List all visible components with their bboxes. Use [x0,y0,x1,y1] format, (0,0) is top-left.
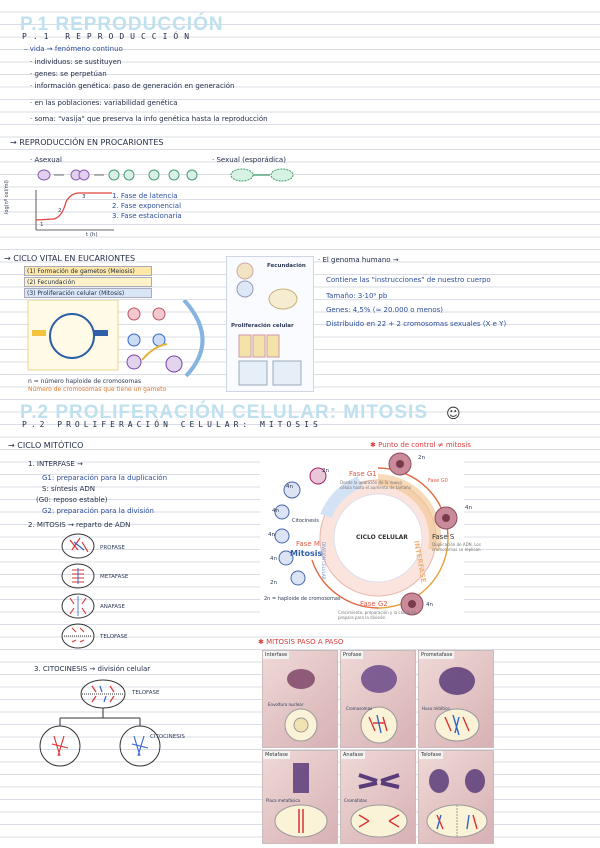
fase-m-label: Fase M [296,540,320,548]
step-inner-label-5: Cromátidas [344,798,367,803]
mitosis-phase-sketches [58,532,98,650]
legend-fecundacion: (2) Fecundación [24,277,152,287]
intro-line-0: – vida → fenómeno continuo [24,45,123,53]
mitosis-telofase-label: TELOFASE [100,634,127,640]
step-interfase: Interfase [262,650,338,748]
mitosis-metafase-label: METAFASE [100,574,128,580]
ploidy-2: 4n [426,602,433,608]
eukaryotes-heading: → CICLO VITAL EN EUCARIONTES [4,254,135,263]
fase-g1-desc: Desde la aparición de la nueva célula ha… [340,480,412,490]
fase-s-label: Fase S [432,533,454,541]
ploidy-3: 2n [322,468,329,474]
mitosis-heading: 2. MITOSIS → reparto de ADN [28,521,130,529]
ploidy-0: 2n [418,455,425,461]
footnote-1: n = número haploide de cromosomas [28,378,141,385]
proliferacion-label: Proliferación celular [231,323,294,329]
ploidy-5: 4n [272,508,279,514]
step-inner-label-2: Cromosomas [346,706,372,711]
growth-point-3: 3 [82,194,86,200]
genome-line-0: Contiene las "instrucciones" de nuestro … [326,276,491,284]
sexual-label: · Sexual (esporádica) [212,156,286,164]
prokaryotes-heading: → REPRODUCCIÓN EN PROCARIONTES [10,138,163,147]
ploidy-7: 4n [270,556,277,562]
step-inner-label-4: Placa metafásica [266,798,300,803]
cycle-heading: → CICLO MITÓTICO [8,441,83,450]
step-telofase: Telofase [418,750,494,844]
interfase-g2: G2: preparación para la división [42,507,154,515]
steps-heading: ✱ MITOSIS PASO A PASO [258,638,343,646]
phase-1: 1. Fase de latencia [112,192,178,200]
mitosis-cycle-label: Mitosis [290,549,322,558]
growth-curve [18,186,118,238]
cycle-note: 2n = haploide de cromosomas [264,596,344,602]
step-anafase: Anafase [340,750,416,844]
life-cycle-diagram [24,300,214,380]
asexual-label: · Asexual [30,156,62,164]
cito-citocinesis-label: CITOCINESIS [150,734,185,740]
fase-s-desc: Duplicación de ADN. Los cromosomas se re… [432,542,490,552]
ploidy-1: 4n [465,505,472,511]
interfase-g0: (G0: reposo estable) [36,496,108,504]
genome-line-2: Genes: 4,5% (≈ 20.000 o menos) [326,306,443,314]
intro-line-2: · genes: se perpetúan [30,70,107,78]
cito-telofase-label: TELOFASE [132,690,159,696]
phase-2: 2. Fase exponencial [112,202,181,210]
phase-3: 3. Fase estacionaria [112,212,182,220]
control-point-note: ✱ Punto de control ≠ mitosis [370,441,471,449]
growth-xaxis-label: t (h) [86,232,98,238]
intro-line-1: · individuos: se sustituyen [30,58,121,66]
ploidy-4: 4n [286,484,293,490]
genome-heading: · El genoma humano → [318,256,399,264]
intro-line-5: · soma: "vasija" que preserva la info ge… [30,115,268,123]
intro-line-3: · información genética: paso de generaci… [30,82,235,90]
step-metafase: Metafase [262,750,338,844]
citocinesis-cycle-label: Citocinesis [292,518,319,524]
step-inner-label-3: Huso mitótico [422,706,450,711]
growth-point-1: 1 [40,222,44,228]
interfase-g1: G1: preparación para la duplicación [42,474,167,482]
section1-subtitle: P.1 REPRODUCCIÓN [22,32,195,41]
steps-grid: Interfase Profase Prometafase Metafase [262,650,494,844]
ploidy-6: 4n [268,532,275,538]
cycle-center-label: CICLO CELULAR [356,534,408,541]
intro-line-4: · en las poblaciones: variabilidad genét… [30,99,178,107]
legend-mitosis: (3) Proliferación celular (Mitosis) [24,288,152,298]
mitosis-anafase-label: ANAFASE [100,604,125,610]
fase-g2-desc: Crecimiento, preparación y la célula se … [338,610,420,620]
ploidy-8: 2n [270,580,277,586]
step-prometafase: Prometafase [418,650,494,748]
fecundacion-panel: Fecundación Proliferación celular [226,256,314,392]
division-label: DIVISIÓN CELULAR [321,542,326,579]
growth-yaxis-label: log(nº cel/ml) [4,180,10,214]
legend-meiosis: (1) Formación de gametos (Meiosis) [24,266,152,276]
footnote-2: Número de cromosomas que tiene un gameto [28,386,166,393]
step-profase: Profase [340,650,416,748]
conjugation-illustration [226,166,306,184]
go-label: Fase G0 [428,478,448,484]
genome-line-1: Tamaño: 3·10⁹ pb [326,292,387,300]
genome-line-3: Distribuido en 22 + 2 cromosomas sexuale… [326,320,506,328]
interfase-heading: 1. INTERFASE → [28,460,83,468]
fecundacion-label: Fecundación [267,263,306,269]
fase-g2-label: Fase G2 [360,600,388,608]
step-inner-label-1: Envoltura nuclear [268,702,303,707]
bacteria-division-illustration [34,168,199,182]
fase-g1-label: Fase G1 [349,470,377,478]
growth-point-2: 2 [58,208,62,214]
section2-subtitle: P.2 PROLIFERACIÓN CELULAR: MITOSIS [22,420,322,429]
interfase-s: S: síntesis ADN [42,485,95,493]
citocinesis-heading: 3. CITOCINESIS → división celular [34,665,150,673]
eukaryotes-legend: (1) Formación de gametos (Meiosis) (2) F… [24,266,152,299]
thinking-face-icon: ☺ [446,406,461,422]
mitosis-profase-label: PROFASE [100,545,125,551]
